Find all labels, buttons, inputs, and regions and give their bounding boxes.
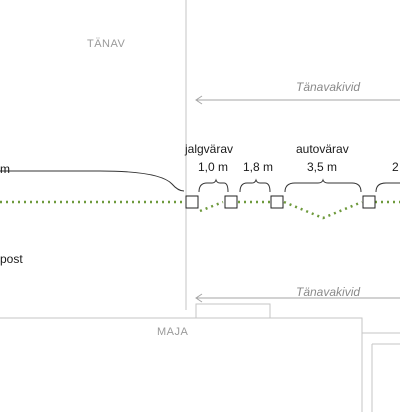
street-label: TÄNAV <box>87 38 126 50</box>
curb-top-arrowhead <box>195 95 203 105</box>
brace-gap <box>239 178 271 193</box>
brace-gate <box>198 178 229 193</box>
gate-width-label: 1,0 m <box>198 160 228 174</box>
car-gate-swing <box>283 200 363 220</box>
post-3 <box>270 195 284 209</box>
curb-bottom-label: Tänavakivid <box>296 285 360 299</box>
post-2 <box>224 195 238 209</box>
pedestrian-gate-label: jalgvärav <box>184 142 233 156</box>
left-measure-brace <box>0 170 185 192</box>
brace-right <box>375 182 400 193</box>
car-gate-width-label: 3,5 m <box>307 160 337 174</box>
house-label: MAJA <box>157 326 189 338</box>
left-measure-label: m <box>0 162 10 176</box>
car-gate-label: autovärav <box>296 142 349 156</box>
house-outline <box>0 317 363 412</box>
entrance-step <box>195 303 271 319</box>
pedestrian-gate-swing <box>199 200 224 213</box>
post-4 <box>362 195 376 209</box>
brace-car-gate <box>284 178 362 193</box>
right-measure-label: 2 <box>392 160 399 174</box>
gap-width-label: 1,8 m <box>243 160 273 174</box>
curb-bottom-arrowhead <box>195 293 203 303</box>
post-1 <box>185 195 199 209</box>
curb-top-label: Tänavakivid <box>296 80 360 94</box>
post-label: post <box>0 252 23 266</box>
